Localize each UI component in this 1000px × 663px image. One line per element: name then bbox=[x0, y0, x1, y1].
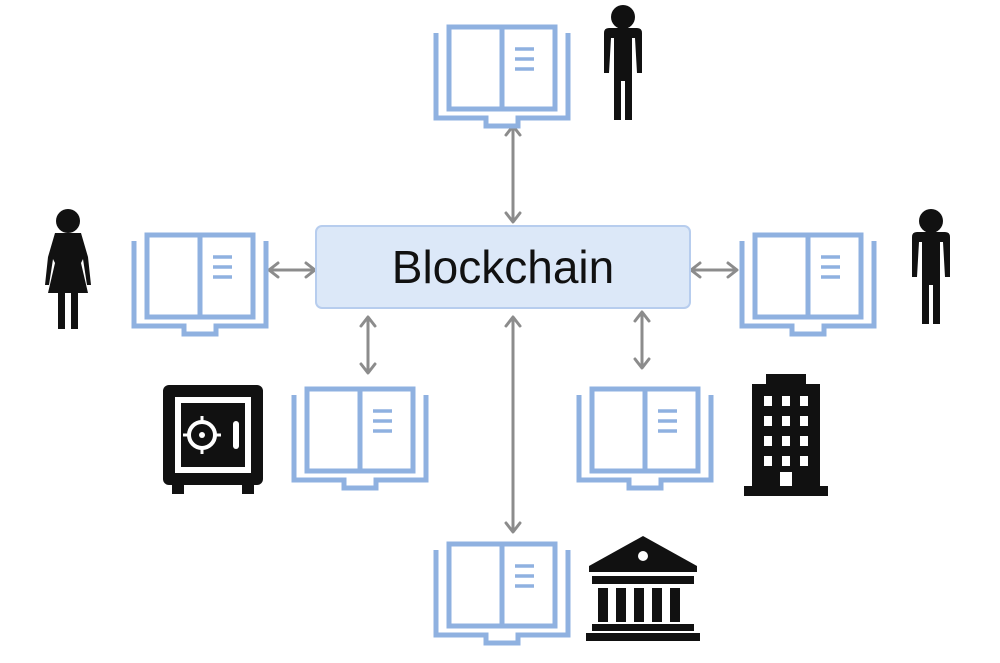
open-ledger-icon bbox=[742, 235, 874, 334]
connector-top bbox=[504, 124, 522, 224]
open-ledger-icon bbox=[579, 389, 711, 488]
open-ledger-icon bbox=[294, 389, 426, 488]
connector-right bbox=[689, 261, 739, 279]
bank-icon bbox=[586, 536, 700, 641]
open-ledger-icon bbox=[134, 235, 266, 334]
office-building-icon bbox=[744, 374, 828, 496]
safe-icon bbox=[163, 385, 263, 494]
hub-label: Blockchain bbox=[392, 241, 614, 293]
man-icon bbox=[912, 209, 950, 324]
open-ledger-icon bbox=[436, 544, 568, 643]
connector-left bbox=[267, 261, 317, 279]
connector-lower-left bbox=[359, 315, 377, 375]
open-ledger-icon bbox=[436, 27, 568, 126]
blockchain-hub: Blockchain bbox=[315, 225, 691, 309]
connector-bottom bbox=[504, 315, 522, 534]
man-icon bbox=[604, 5, 642, 120]
connector-lower-right bbox=[633, 310, 651, 370]
woman-icon bbox=[45, 209, 91, 329]
